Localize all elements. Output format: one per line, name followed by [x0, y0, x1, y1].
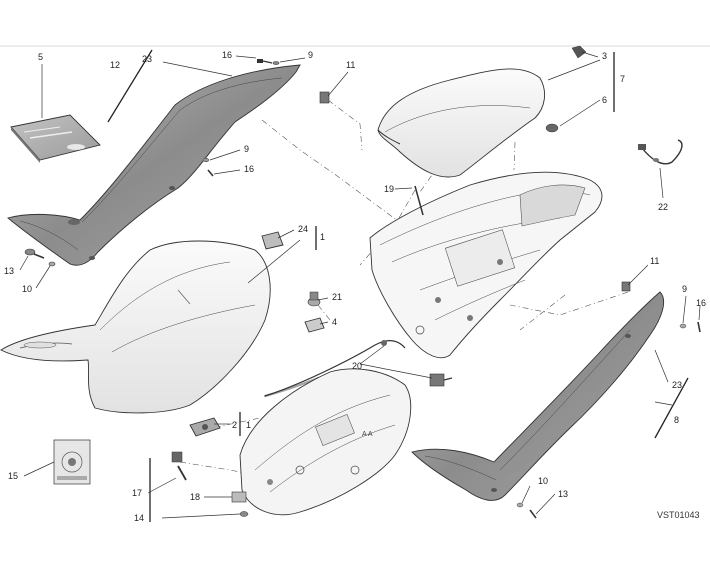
callout-6: 6	[602, 95, 607, 105]
callout-22: 22	[658, 202, 668, 212]
fastener-group-top	[202, 59, 330, 177]
callout-10-right: 10	[538, 476, 548, 486]
callout-18: 18	[190, 492, 200, 502]
callout-4: 4	[332, 317, 337, 327]
latch-parts-21-4	[304, 291, 325, 333]
callout-9-top: 9	[308, 50, 313, 60]
cable-part-22	[638, 139, 683, 165]
callout-3: 3	[602, 51, 607, 61]
callout-16-right: 16	[696, 298, 706, 308]
callout-9-right: 9	[682, 284, 687, 294]
callout-20: 20	[352, 361, 362, 371]
callout-16-top: 16	[222, 50, 232, 60]
callout-10-left: 10	[22, 284, 32, 294]
leader-lines	[19, 51, 701, 519]
rider-seat	[0, 240, 271, 414]
passenger-seat	[377, 45, 587, 178]
fastener-group-right	[516, 281, 701, 519]
callout-14: 14	[134, 513, 144, 523]
callout-23-right: 23	[672, 380, 682, 390]
callout-16-mid: 16	[244, 164, 254, 174]
callout-19: 19	[384, 184, 394, 194]
pad-part-24	[261, 231, 284, 250]
small-parts-lower-left	[53, 417, 249, 517]
callout-24: 24	[298, 224, 308, 234]
tray-embossed-mark: A A	[362, 431, 373, 438]
callout-23-top: 23	[142, 54, 152, 64]
left-tail-panel	[7, 64, 301, 266]
seat-subframe	[369, 171, 603, 359]
callout-13-left: 13	[4, 266, 14, 276]
callout-12: 12	[110, 60, 120, 70]
callout-9-mid: 9	[244, 144, 249, 154]
callout-8: 8	[674, 415, 679, 425]
owner-manual-booklet	[10, 114, 101, 163]
fastener-group-left	[24, 248, 56, 267]
callout-7: 7	[620, 74, 625, 84]
callout-5: 5	[38, 52, 43, 62]
callout-11-top: 11	[346, 60, 355, 70]
right-tail-panel	[411, 291, 664, 501]
callout-21: 21	[332, 292, 342, 302]
group-brackets	[107, 49, 689, 522]
callout-11-right: 11	[650, 256, 659, 266]
callout-1-top: 1	[320, 232, 325, 242]
callout-13-right: 13	[558, 489, 568, 499]
callout-15: 15	[8, 471, 18, 481]
callout-2: 2	[232, 420, 237, 430]
under-seat-tray: A A	[239, 368, 412, 516]
drawing-code: VST01043	[657, 510, 700, 520]
callout-17: 17	[132, 488, 142, 498]
callout-1-bottom: 1	[246, 420, 251, 430]
